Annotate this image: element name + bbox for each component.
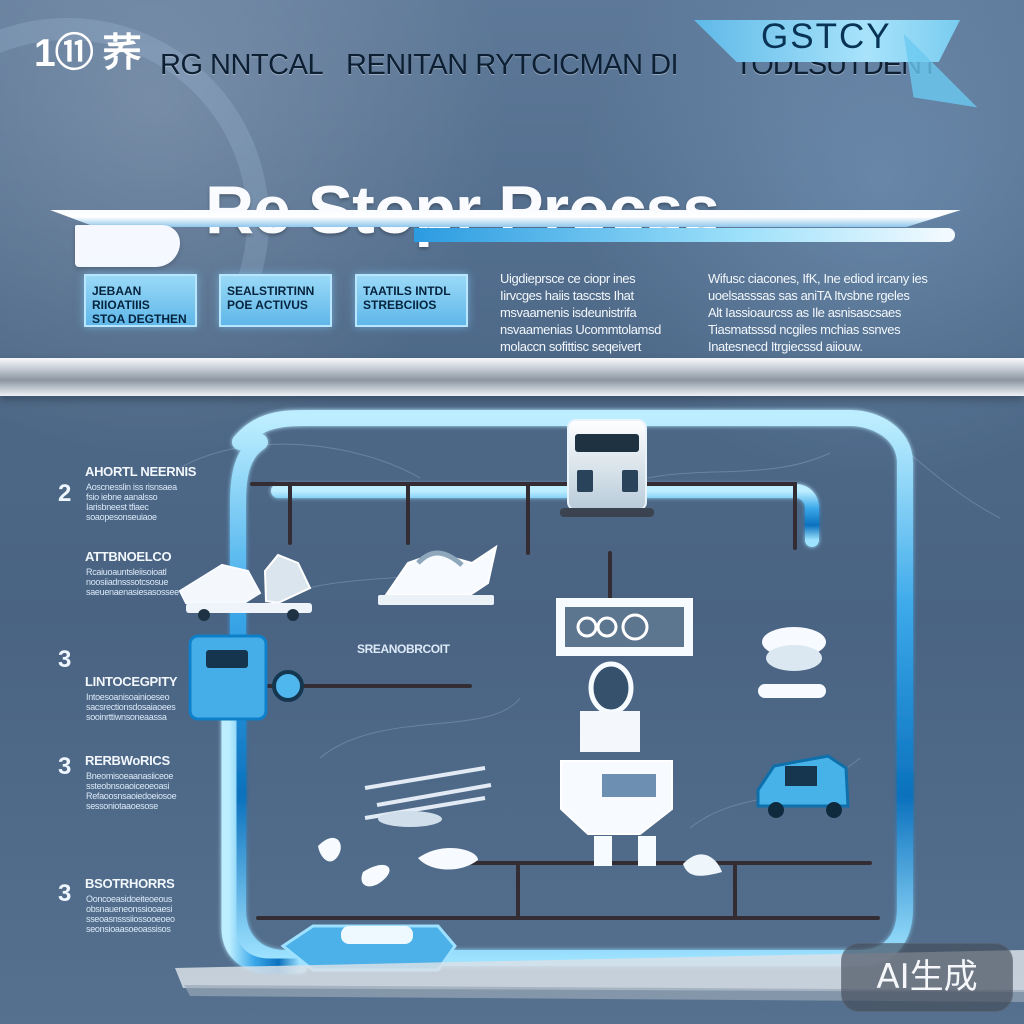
robot-icon (560, 661, 673, 866)
vehicle-wheel (768, 802, 784, 818)
white-object (361, 864, 390, 887)
process-step-body: Aoscnesslin iss risnsaea fsio iebne aana… (86, 482, 177, 522)
machine-platform (186, 603, 312, 613)
device-knob (272, 670, 304, 702)
left-vertical-pipe (221, 690, 308, 974)
conveyor-icon (364, 766, 492, 827)
base-rail (175, 950, 1024, 992)
feature-card-two: SEALSTIRTINN POE ACTIVUS (219, 274, 332, 327)
title-underline (50, 210, 961, 227)
process-step-body: Intoesoanisoainioeseo sacsrectionsdosaia… (86, 692, 176, 722)
robot-screen (602, 774, 656, 797)
inner-top-pipe (271, 484, 819, 547)
process-step-number: 3 (58, 646, 72, 673)
header-description-left: Uigdieprsce ce ciopr ines Iirvcges haiis… (500, 271, 661, 354)
process-step-number: 3 (58, 880, 72, 907)
process-section: 2 AHORTL NEERNIS Aoscnesslin iss risnsae… (0, 398, 1024, 1024)
vehicle-icon (756, 754, 850, 818)
feature-card-label: SEALSTIRTINN POE ACTIVUS (227, 284, 315, 312)
robot-panel (580, 711, 640, 752)
panel-circle (621, 613, 649, 641)
process-step-body: Rcaiuoauntsleiisoioatl noosiiadnsssotcso… (86, 567, 179, 597)
process-step-title: AHORTL NEERNIS (85, 464, 197, 479)
header-description-right: Wifusc ciacones, IfK, Ine ediod ircany i… (708, 271, 928, 354)
robot-leg (594, 836, 612, 866)
brand-mark: 1⑪ 荞 (34, 32, 142, 75)
feature-card-one: JEBAAN RIIOATIIIS STOA DEGTHEN (84, 274, 197, 327)
process-step-body: Ooncoeasidoeiteoeous obsnaueneonssiooaes… (86, 894, 175, 934)
top-brand-label: GSTCY (761, 17, 892, 56)
dark-connector-lines (250, 482, 880, 920)
process-step-number: 2 (58, 480, 72, 507)
process-step-title: RERBWoRICS (85, 753, 170, 768)
machine-window (622, 470, 638, 492)
drill-machine-icon (378, 544, 498, 605)
white-objects-icon (318, 837, 722, 887)
process-step-title: BSOTRHORRS (85, 876, 175, 891)
top-pipe (230, 410, 913, 966)
device-screen (206, 650, 248, 668)
machine-window (575, 434, 639, 452)
drill-base (378, 595, 494, 605)
connector-line (250, 482, 797, 550)
white-object (318, 837, 341, 862)
top-text-center: RENITAN RYTCICMAN DI (346, 49, 679, 81)
process-step-body: Bneomisoeaanasiiceoe ssteobnsoaoiceoeoas… (86, 771, 177, 811)
bus-machine-icon (560, 419, 654, 517)
vehicle-wheel (826, 802, 842, 818)
title-accent-line (414, 228, 955, 242)
machine-wheel (198, 609, 210, 621)
cooker-icon (758, 627, 826, 698)
left-machine-icon (178, 553, 312, 621)
header-section: 1⑪ 荞 RG NNTCAL RENITAN RYTCICMAN DI TODL… (0, 0, 1024, 356)
top-brand-banner (694, 20, 960, 62)
top-text-left: RG NNTCAL (160, 49, 324, 81)
cooker-band (766, 645, 822, 671)
vehicle-window (785, 766, 817, 786)
drill-body (384, 544, 498, 596)
blue-device-icon (188, 634, 304, 721)
machine-wheel (287, 609, 299, 621)
sketch-line (179, 443, 421, 479)
conveyor-roller (378, 811, 442, 827)
machine-body (567, 419, 647, 511)
feature-card-label: TAATILS INTDL STREBCIIOS (363, 284, 451, 312)
sketch-line (319, 697, 521, 759)
ai-generated-badge: AI生成 (841, 943, 1013, 1012)
machine-arm (263, 553, 312, 605)
machine-base (560, 508, 654, 517)
base-rail-icon (175, 950, 1024, 1002)
process-step-number: 3 (58, 753, 72, 780)
title-tab-shape (75, 225, 180, 267)
process-diagram (175, 410, 1024, 1002)
robot-leg (638, 836, 656, 866)
robot-head (588, 661, 634, 715)
panel-circle (576, 616, 598, 638)
machine-outline (178, 563, 262, 604)
conveyor-line (364, 766, 486, 790)
display-panel-icon (556, 598, 693, 656)
conveyor-line (376, 783, 492, 807)
panel-circle (596, 616, 618, 638)
device-body (188, 634, 268, 721)
base-rail-shadow (184, 985, 1024, 1002)
feature-card-label: JEBAAN RIIOATIIIS STOA DEGTHEN (92, 284, 187, 326)
machine-window (577, 470, 593, 492)
section-divider-bar (0, 358, 1024, 396)
white-object (418, 848, 478, 870)
feature-card-three: TAATILS INTDL STREBCIIOS (355, 274, 468, 327)
process-step-title: LINTOCEGPITY (85, 674, 178, 689)
pump-cap (341, 926, 413, 944)
drill-detail (416, 550, 464, 567)
cooker-base (758, 684, 826, 698)
machine-label: SREANOBRCOIT (357, 642, 450, 656)
white-object (683, 854, 722, 876)
robot-body (560, 760, 673, 835)
process-step-title: ATTBNOELCO (85, 549, 172, 564)
